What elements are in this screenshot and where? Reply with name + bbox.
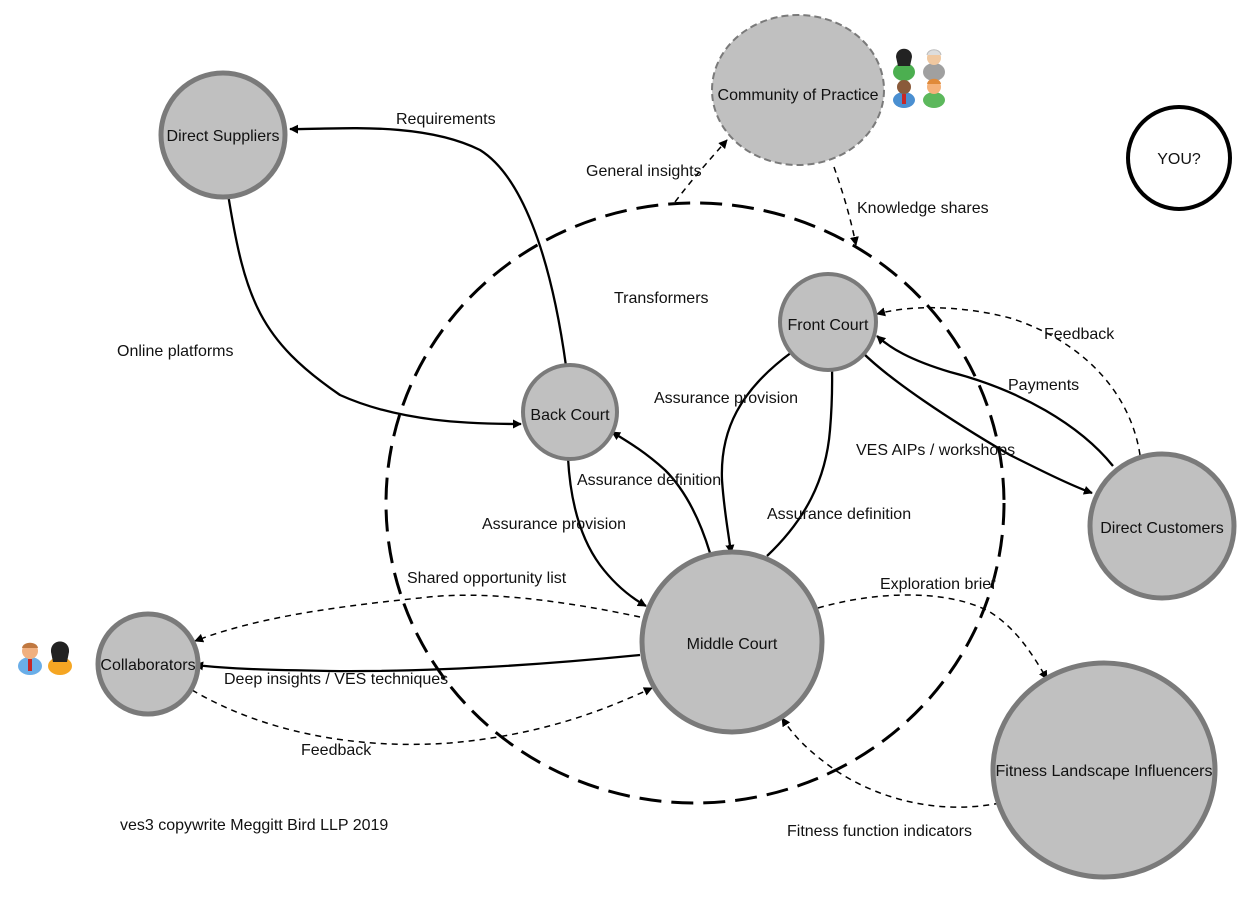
edge-assurance-definition-back [611, 431, 712, 554]
edge-shared-opportunity [194, 594, 641, 643]
node-label: Fitness Landscape Influencers [995, 763, 1212, 780]
edge-requirements [289, 124, 568, 367]
edge-label-requirements: Requirements [396, 111, 496, 128]
node-label: Direct Customers [1100, 520, 1224, 537]
edge-feedback-customers [876, 306, 1141, 456]
edge-label-fitness-indicators: Fitness function indicators [787, 823, 972, 840]
node-label: Direct Suppliers [167, 128, 280, 145]
edge-feedback-collaborators [191, 687, 653, 746]
edge-payments [876, 335, 1114, 467]
node-front-court[interactable]: Front Court [778, 272, 878, 372]
edge-assurance-provision-front [720, 351, 793, 554]
edge-label-ves-aips: VES AIPs / workshops [856, 442, 1015, 459]
edge-deep-insights [194, 653, 641, 673]
edge-exploration-brief [817, 594, 1048, 680]
edge-label-assurance-definition-front: Assurance definition [767, 506, 911, 523]
edge-label-knowledge-shares: Knowledge shares [857, 200, 989, 217]
edge-label-assurance-provision-back: Assurance provision [482, 516, 626, 533]
node-label: Back Court [530, 407, 610, 424]
node-direct-suppliers[interactable]: Direct Suppliers [158, 70, 288, 200]
node-label: Middle Court [687, 636, 778, 653]
node-direct-customers[interactable]: Direct Customers [1087, 451, 1237, 601]
group-label-transformers: Transformers [614, 290, 709, 307]
two-people-icon [18, 641, 72, 675]
edge-assurance-definition-front [766, 362, 837, 557]
node-community-of-practice[interactable]: Community of Practice [711, 14, 885, 166]
edge-general-insights [674, 139, 728, 203]
node-you[interactable]: YOU? [1126, 105, 1232, 211]
node-label: Front Court [788, 317, 869, 334]
edge-label-online-platforms: Online platforms [117, 343, 234, 360]
node-collaborators[interactable]: Collaborators [95, 611, 201, 717]
edge-label-feedback-customers: Feedback [1044, 326, 1115, 343]
edge-label-general-insights: General insights [586, 163, 702, 180]
edge-label-deep-insights: Deep insights / VES techniques [224, 671, 448, 688]
node-label: YOU? [1157, 151, 1201, 168]
node-label: Collaborators [100, 657, 195, 674]
edge-online-platforms [226, 193, 522, 429]
node-back-court[interactable]: Back Court [521, 363, 619, 461]
people-group-icon [893, 48, 945, 108]
transformers-boundary [384, 201, 1006, 805]
node-fitness-landscape-influencers[interactable]: Fitness Landscape Influencers [990, 660, 1218, 880]
copyright-footer: ves3 copywrite Meggitt Bird LLP 2019 [120, 817, 388, 834]
edge-label-feedback-collaborators: Feedback [301, 742, 372, 759]
node-middle-court[interactable]: Middle Court [639, 549, 825, 735]
edge-label-payments: Payments [1008, 377, 1079, 394]
edge-label-assurance-provision-front: Assurance provision [654, 390, 798, 407]
edge-label-assurance-definition-back: Assurance definition [577, 472, 721, 489]
edge-assurance-provision-back [566, 457, 647, 608]
node-label: Community of Practice [718, 87, 879, 104]
edge-label-exploration-brief: Exploration brief [880, 576, 996, 593]
edge-fitness-indicators [781, 717, 1001, 808]
edge-label-shared-opportunity: Shared opportunity list [407, 570, 567, 587]
edges [191, 124, 1141, 808]
edge-knowledge-shares [833, 166, 859, 246]
edge-ves-aips [861, 351, 1093, 495]
